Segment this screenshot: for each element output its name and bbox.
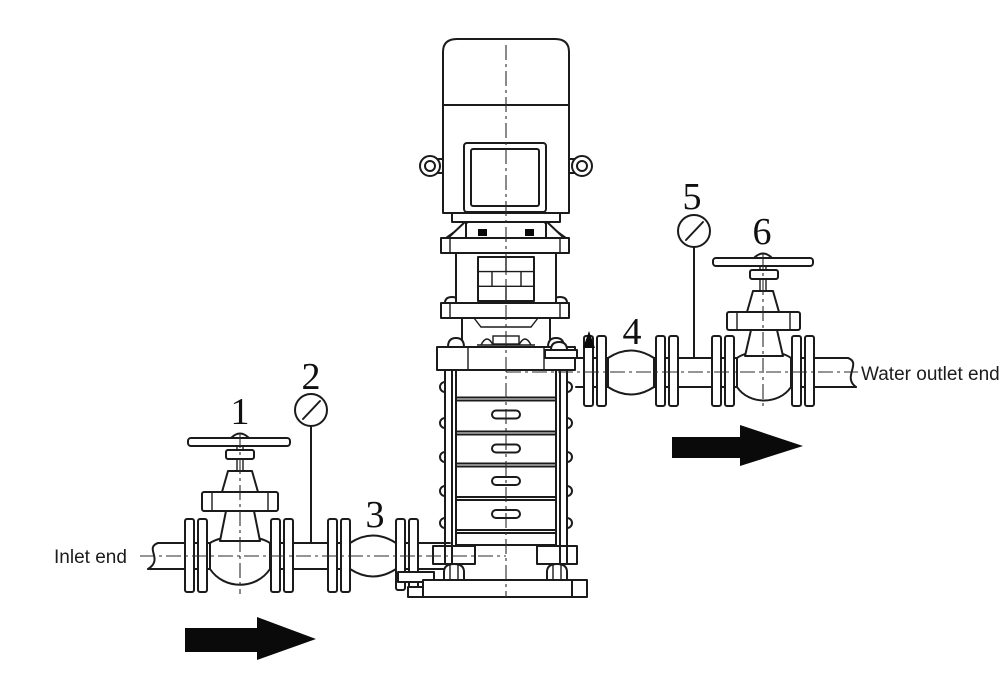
lifting-eye-icon — [419, 155, 444, 177]
callout-3: 3 — [366, 494, 385, 536]
suction-plate — [397, 571, 435, 583]
outlet-pressure-gauge — [677, 214, 711, 248]
base-plate — [422, 579, 588, 598]
tie-rods — [439, 369, 573, 564]
outlet-flanges — [583, 335, 815, 407]
pump-head — [436, 317, 578, 371]
discharge-port — [544, 349, 578, 359]
annotation-inlet-end: Inlet end — [54, 547, 127, 568]
stage-plugs — [491, 409, 521, 519]
coupling-lantern — [440, 212, 570, 319]
callout-5: 5 — [683, 176, 702, 218]
pump-stack — [397, 367, 588, 598]
flow-arrow-outlet-icon — [672, 425, 803, 466]
callout-6: 6 — [753, 211, 772, 253]
annotation-water-outlet-end: Water outlet end — [861, 364, 1000, 385]
pipe-break-icon — [847, 357, 857, 388]
pump-foot — [536, 545, 578, 565]
callout-4: 4 — [623, 311, 642, 353]
handwheel-icon — [187, 437, 291, 447]
vent-arrow-icon — [583, 331, 595, 348]
centerlines — [140, 45, 858, 598]
pump-foot — [432, 545, 476, 565]
anchor-bolts — [443, 563, 568, 582]
callout-1: 1 — [231, 391, 250, 433]
callout-2: 2 — [302, 356, 321, 398]
inlet-pressure-gauge — [294, 393, 328, 427]
pipe-break-icon — [147, 542, 159, 570]
flow-arrow-inlet-icon — [185, 617, 316, 660]
outlet-gate-valve — [712, 252, 814, 402]
lifting-eye-icon — [568, 155, 593, 177]
